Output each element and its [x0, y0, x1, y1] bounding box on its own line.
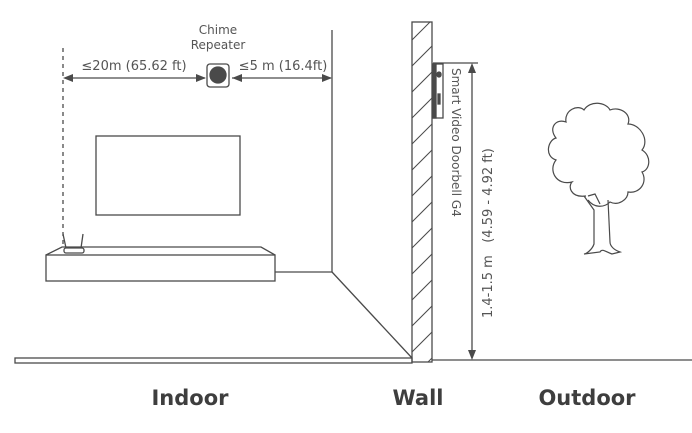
wall [411, 21, 433, 363]
distance-wall-label: ≤5 m (16.4ft) [239, 59, 328, 74]
outdoor-label: Outdoor [538, 386, 636, 410]
chime-label-line1: Chime [199, 23, 237, 37]
indoor-label: Indoor [151, 386, 229, 410]
doorbell-label: Smart Video Doorbell G4 [449, 68, 463, 217]
router-icon [62, 233, 85, 254]
chime-label-line2: Repeater [191, 38, 246, 52]
height-label: 1.4-1.5 m (4.59 - 4.92 ft) [481, 148, 496, 318]
chime-repeater-icon [206, 63, 230, 88]
tree-icon [547, 102, 650, 255]
floor [14, 357, 413, 364]
wall-label: Wall [393, 386, 444, 410]
doorbell-icon [432, 63, 444, 119]
distance-router-label: ≤20m (65.62 ft) [81, 59, 186, 74]
tv-console [45, 246, 276, 282]
tv [95, 135, 241, 216]
